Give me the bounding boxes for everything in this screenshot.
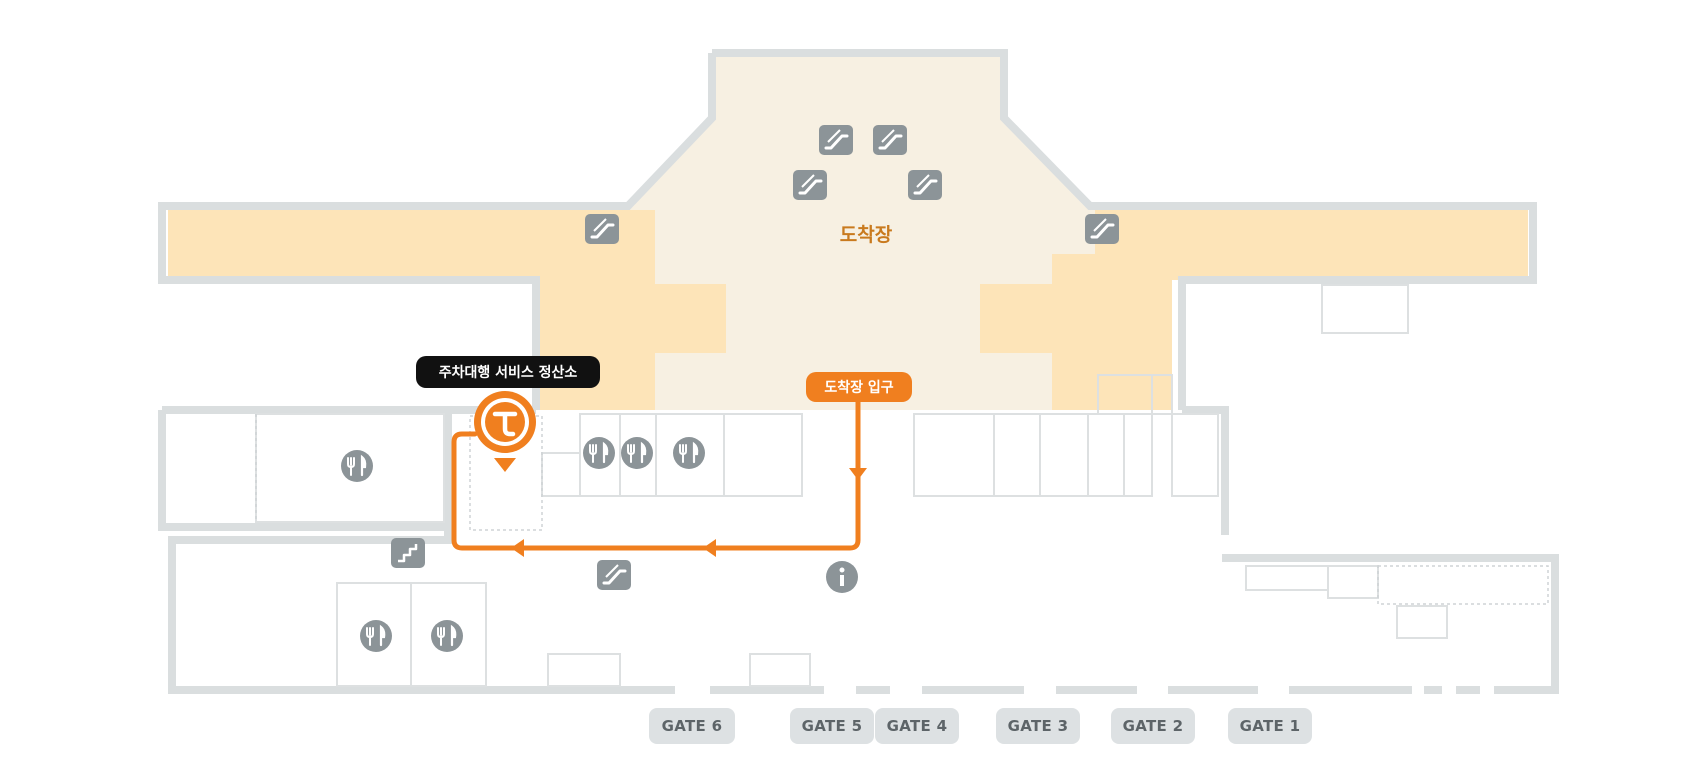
route-arrows xyxy=(511,468,867,557)
gate-2-label[interactable]: GATE 2 xyxy=(1111,708,1195,744)
gate-1-label[interactable]: GATE 1 xyxy=(1228,708,1312,744)
escalator-icon xyxy=(583,212,621,246)
gate-6-label[interactable]: GATE 6 xyxy=(649,708,735,744)
route-path xyxy=(451,397,861,551)
escalator-icon xyxy=(817,123,855,157)
arrival-area xyxy=(168,53,1528,410)
fork-knife-icon xyxy=(619,435,655,471)
gate-3-label[interactable]: GATE 3 xyxy=(996,708,1080,744)
escalator-icon xyxy=(871,123,909,157)
valet-service-tag[interactable]: 주차대행 서비스 정산소 xyxy=(416,356,600,388)
terminal-walls xyxy=(158,49,1559,694)
fork-knife-icon xyxy=(429,618,465,654)
fork-knife-icon xyxy=(671,435,707,471)
shop-partitions xyxy=(255,284,1448,687)
escalator-icon xyxy=(906,168,944,202)
escalator-icon xyxy=(595,558,633,592)
gate-4-label[interactable]: GATE 4 xyxy=(875,708,959,744)
arrival-hall-label: 도착장 xyxy=(839,224,893,246)
escalator-icon xyxy=(1083,212,1121,246)
valet-pin-icon xyxy=(474,391,536,472)
fork-knife-icon xyxy=(581,435,617,471)
stairs-icon xyxy=(391,538,425,568)
gate-5-label[interactable]: GATE 5 xyxy=(790,708,874,744)
arrival-entrance-tag[interactable]: 도착장 입구 xyxy=(806,372,912,402)
escalator-icon xyxy=(791,168,829,202)
fork-knife-icon xyxy=(339,448,375,484)
fork-knife-icon xyxy=(358,618,394,654)
info-icon xyxy=(826,561,858,593)
